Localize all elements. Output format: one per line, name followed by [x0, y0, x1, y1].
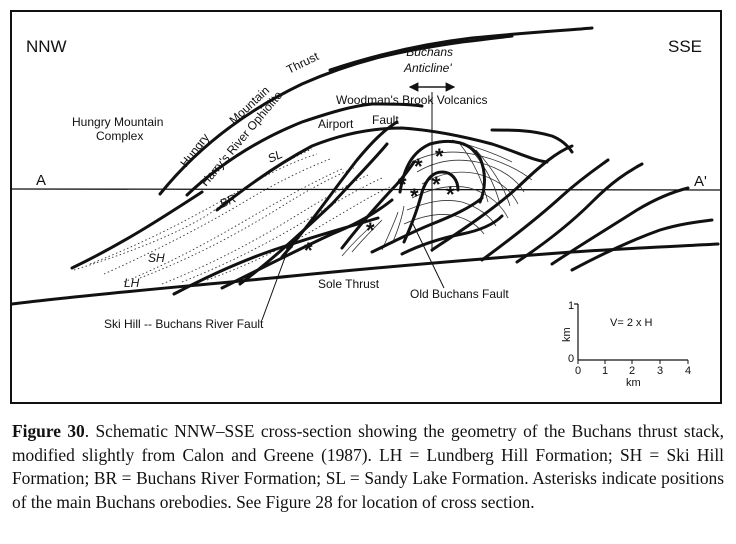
hungry-mountain-complex-label-1: Hungry Mountain: [72, 115, 163, 129]
hungry-thrust-label-1: Hungry: [177, 131, 212, 170]
buchans-anticline-label-1: 'Buchans: [404, 45, 453, 59]
orebody-marker: *: [304, 238, 313, 263]
figure-caption: Figure 30. Schematic NNW–SSE cross-secti…: [12, 420, 724, 514]
scale-horizontal-tick-4: 4: [685, 365, 691, 377]
scale-horizontal-tick-3: 3: [657, 365, 663, 377]
orebody-markers: * * * * * * * *: [304, 144, 455, 263]
scale-vertical-unit: km: [561, 327, 573, 342]
section-start-label: A: [36, 172, 46, 189]
orebody-marker: *: [398, 172, 407, 197]
ski-hill-fault-leader: [261, 244, 294, 321]
thrust-faults: [12, 26, 720, 306]
scale-horizontal-unit: km: [626, 377, 641, 389]
old-buchans-fault-leader: [411, 221, 445, 289]
scale-horizontal-tick-2: 2: [629, 365, 635, 377]
fault-label: Fault: [372, 113, 399, 127]
br-label: BR: [218, 191, 239, 211]
scale-horizontal-tick-1: 1: [602, 365, 608, 377]
orebody-marker: *: [410, 184, 419, 209]
old-buchans-fault-label: Old Buchans Fault: [410, 287, 509, 301]
cross-section-figure: NNW SSE A A': [10, 10, 722, 404]
figure-number: Figure 30: [12, 421, 85, 441]
section-end-label: A': [694, 173, 707, 190]
orebody-marker: *: [366, 218, 375, 243]
orebody-marker: *: [414, 154, 423, 179]
lh-label: LH: [124, 276, 140, 290]
sh-label: SH: [148, 251, 165, 265]
hungry-thrust-label-3: Thrust: [284, 49, 321, 77]
woodmans-brook-volcanics-label: Woodman's Brook Volcanics: [336, 93, 487, 107]
scale-vertical-tick-1: 1: [568, 300, 574, 312]
scale-horizontal-tick-0: 0: [575, 365, 581, 377]
direction-left-label: NNW: [26, 37, 67, 56]
scale-bar: 1 0 km 0 1 2 3 4 km V= 2 x H: [561, 300, 691, 389]
direction-right-label: SSE: [668, 37, 702, 56]
ski-hill-buchans-river-fault-label: Ski Hill -- Buchans River Fault: [104, 317, 264, 331]
vertical-exaggeration-label: V= 2 x H: [610, 317, 653, 329]
sl-label: SL: [266, 147, 285, 166]
orebody-marker: *: [435, 144, 444, 169]
scale-vertical-tick-0: 0: [568, 353, 574, 365]
buchans-anticline-label-2: Anticline': [403, 61, 452, 75]
airport-label: Airport: [318, 117, 354, 131]
sole-thrust-label: Sole Thrust: [318, 277, 380, 291]
caption-text: . Schematic NNW–SSE cross-section showin…: [12, 421, 725, 512]
bedding-lines: [73, 148, 393, 285]
cross-section-diagram: NNW SSE A A': [12, 26, 720, 389]
orebody-marker: *: [432, 172, 441, 197]
hungry-mountain-complex-label-2: Complex: [96, 129, 143, 143]
orebody-marker: *: [446, 182, 455, 207]
section-line: [12, 188, 720, 191]
